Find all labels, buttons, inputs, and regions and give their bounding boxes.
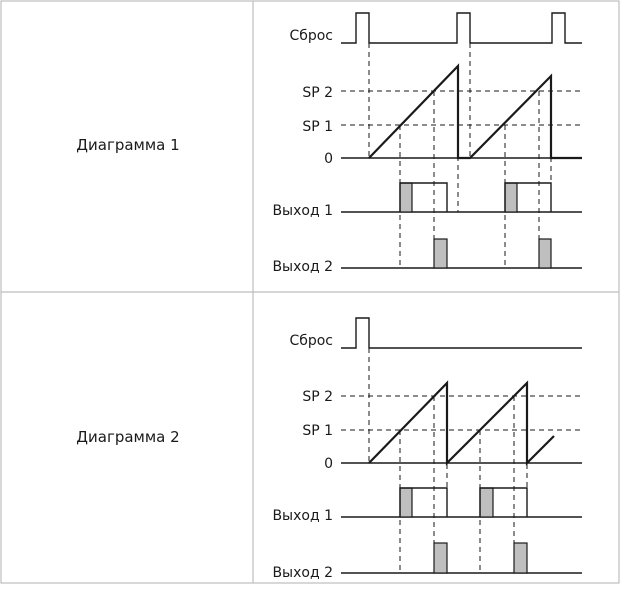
output-1-pulse-fill [479, 487, 494, 518]
vertical-guides [368, 43, 552, 268]
panel-1-title: Диаграмма 1 [76, 136, 179, 154]
panel-1: Диаграмма 1 Сброс SP 2 SP 1 0 Выход 1 Вы… [76, 12, 582, 275]
reset-label: Сброс [289, 333, 333, 349]
zero-label: 0 [324, 456, 333, 472]
panel-2: Диаграмма 2 Сброс SP 2 SP 1 0 Выход 1 Вы… [76, 317, 582, 581]
sp2-label: SP 2 [302, 389, 333, 405]
sp2-label: SP 2 [302, 85, 333, 101]
output-1-pulse [504, 182, 552, 212]
reset-signal [341, 12, 582, 44]
counter-sawtooth [368, 63, 582, 160]
output-1-pulse-fill [504, 182, 518, 213]
output-2-pulse [538, 238, 552, 269]
output-2-pulse [513, 542, 528, 574]
reset-signal [341, 317, 582, 349]
counter-sawtooth [368, 380, 555, 466]
output-2-pulse [433, 238, 448, 269]
output-1-pulse-fill [399, 182, 413, 213]
output-1-pulse [479, 487, 528, 517]
zero-label: 0 [324, 151, 333, 167]
reset-label: Сброс [289, 28, 333, 44]
output-2-pulse [433, 542, 448, 574]
output-1-pulse [399, 487, 448, 517]
output-1-label: Выход 1 [272, 508, 333, 524]
output-2-label: Выход 2 [272, 259, 333, 275]
output-1-label: Выход 1 [272, 203, 333, 219]
output-1-pulse [399, 182, 448, 212]
sp1-label: SP 1 [302, 119, 333, 135]
sp1-label: SP 1 [302, 423, 333, 439]
output-1-pulse-fill [399, 487, 413, 518]
panel-2-title: Диаграмма 2 [76, 428, 179, 446]
output-2-label: Выход 2 [272, 565, 333, 581]
